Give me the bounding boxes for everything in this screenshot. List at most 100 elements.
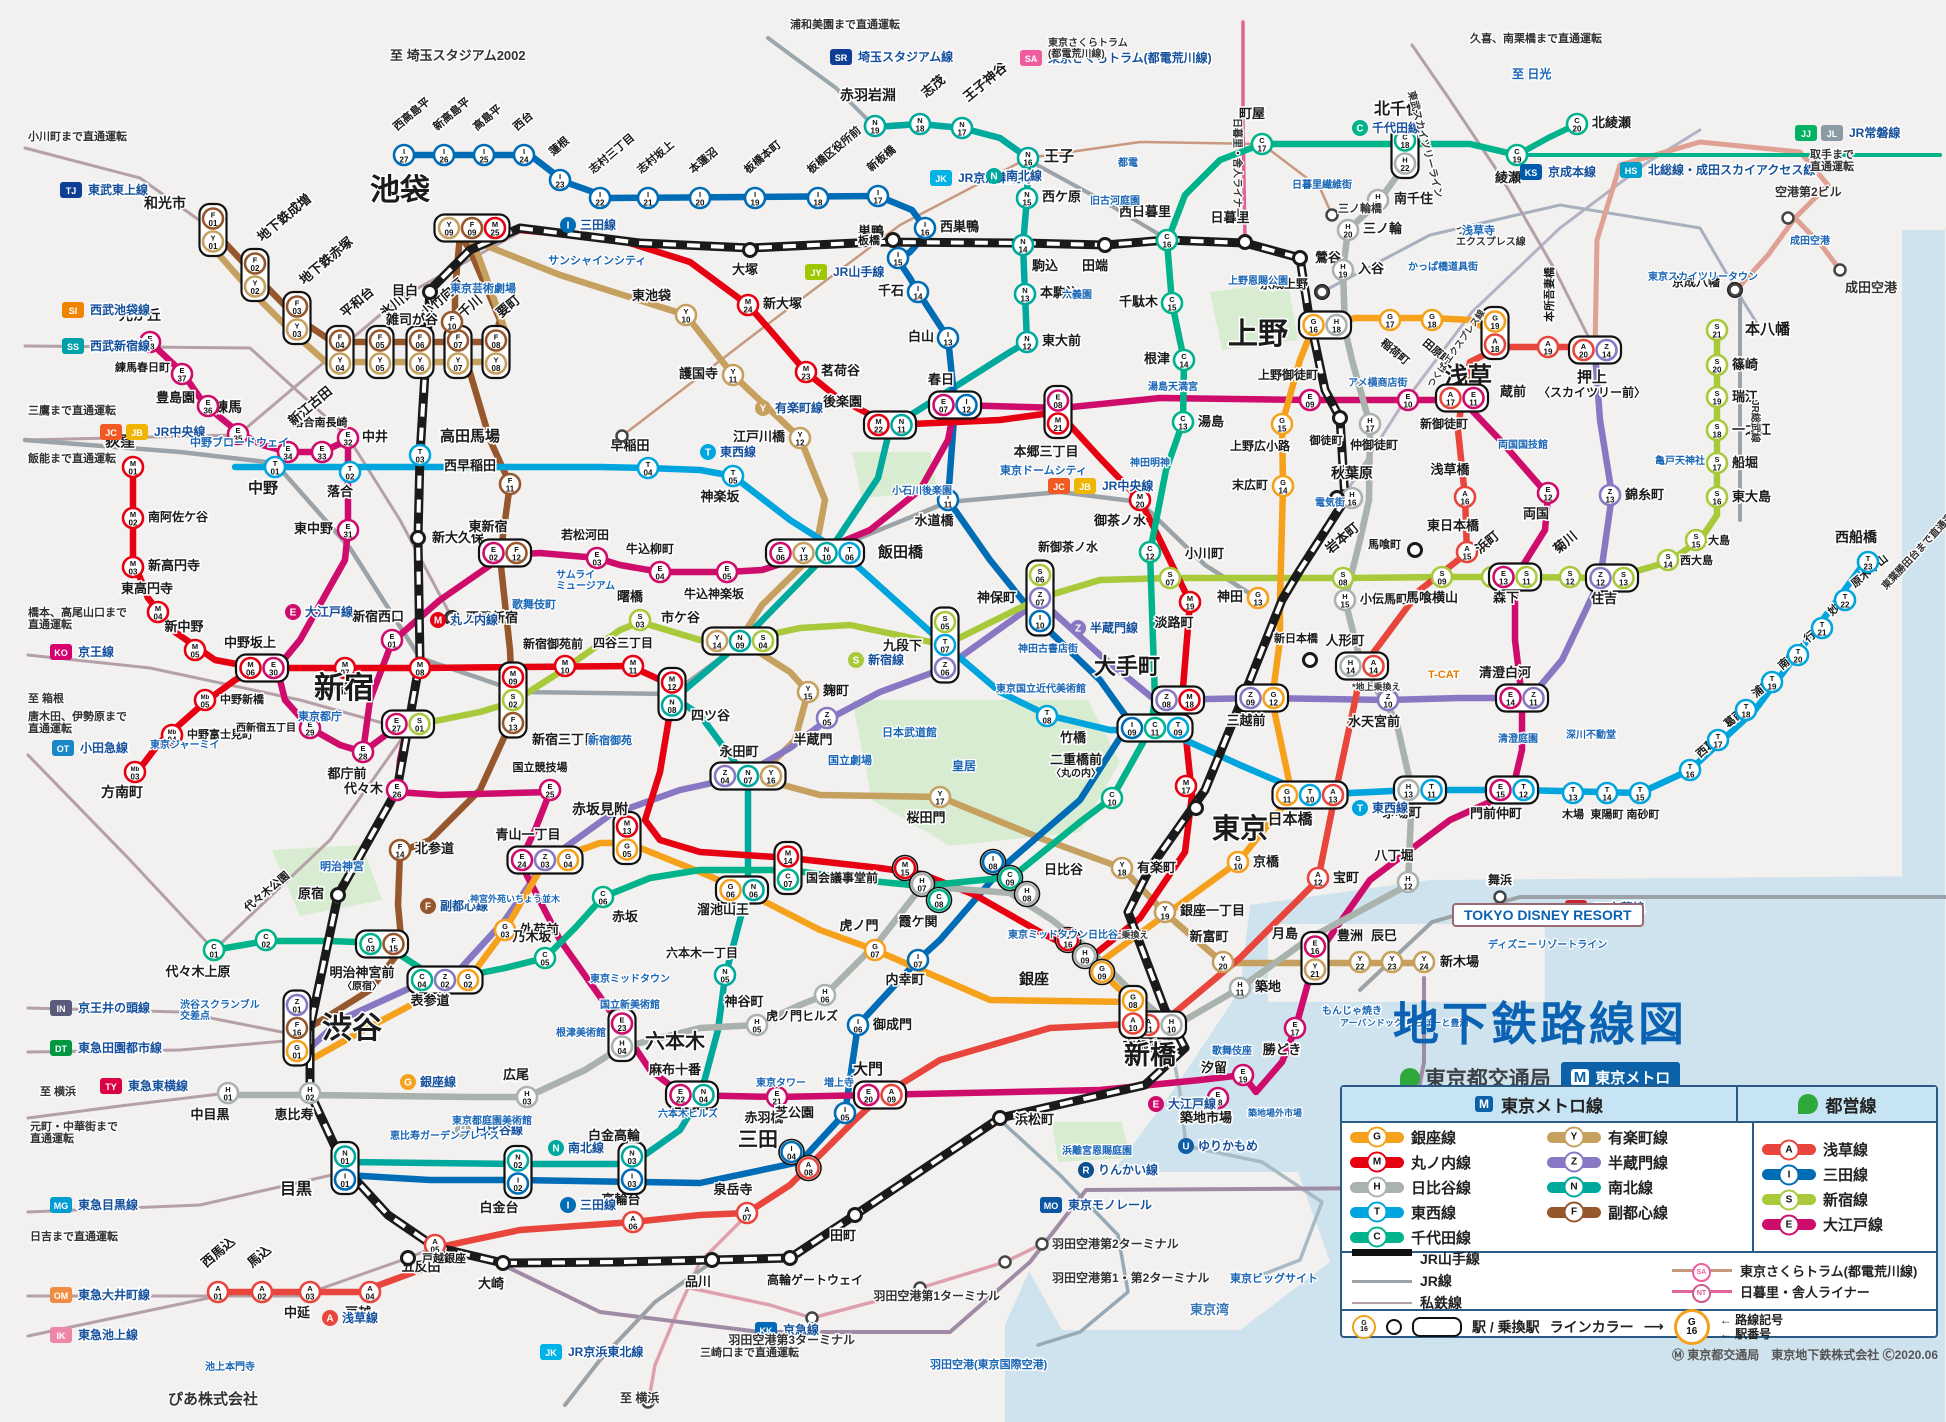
station-田町[interactable]: 田町 [828, 1207, 863, 1245]
station-戸越銀座[interactable]: 戸越銀座 [400, 1250, 468, 1267]
station-板橋[interactable]: 板橋 [857, 232, 901, 249]
station-田端[interactable]: 田端 [1080, 237, 1113, 275]
station-高輪ゲートウェイ[interactable]: 高輪ゲートウェイ [765, 1250, 865, 1289]
minor-station-circle[interactable] [1833, 263, 1847, 277]
minor-station-circle[interactable] [805, 1311, 819, 1325]
station-目白[interactable]: 目白 [390, 282, 438, 300]
station-原宿[interactable]: 原宿 [296, 885, 346, 903]
station-浜松町[interactable]: 浜松町 [992, 1110, 1056, 1129]
station-品川[interactable]: 品川 [683, 1252, 720, 1291]
station-御徒町[interactable]: 御徒町 [1307, 410, 1348, 449]
station-新大久保[interactable]: 新大久保 [410, 529, 487, 547]
minor-station-circle[interactable] [1035, 1237, 1049, 1251]
station-新日本橋[interactable]: 新日本橋 [1273, 630, 1320, 668]
minor-station-circle[interactable] [913, 1281, 927, 1295]
minor-station-circle[interactable] [641, 1395, 655, 1409]
